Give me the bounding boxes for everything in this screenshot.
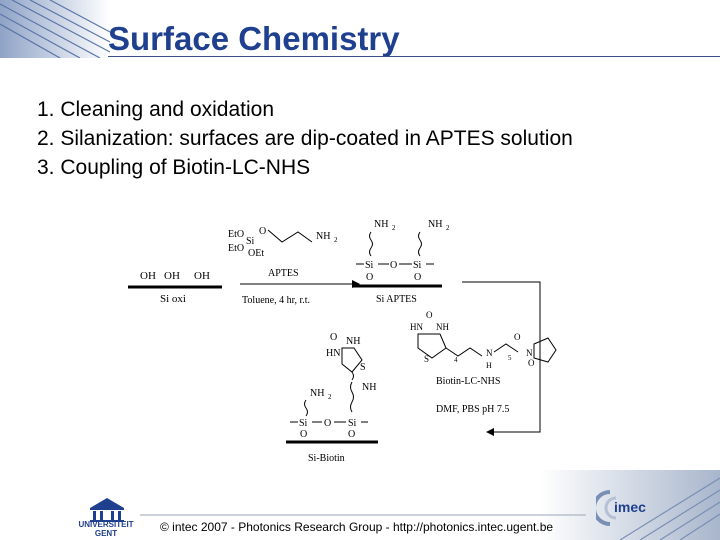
svg-text:N: N xyxy=(486,348,493,358)
svg-text:O: O xyxy=(330,332,337,343)
aptes-molecule: EtO EtO Si OEt O NH 2 xyxy=(228,226,338,259)
svg-text:2: 2 xyxy=(328,393,332,401)
svg-text:DMF, PBS pH 7.5: DMF, PBS pH 7.5 xyxy=(436,404,509,415)
svg-text:OH: OH xyxy=(164,270,180,282)
svg-text:Si-Biotin: Si-Biotin xyxy=(308,453,345,464)
si-aptes-surface: NH 2 NH 2 Si O Si O O Si APTES xyxy=(352,219,450,305)
svg-text:O: O xyxy=(426,310,433,320)
footer-decoration xyxy=(0,470,720,540)
svg-text:OH: OH xyxy=(140,270,156,282)
svg-text:H: H xyxy=(486,361,492,370)
step-item: 1. Cleaning and oxidation xyxy=(37,98,275,121)
corner-decoration xyxy=(0,0,110,58)
svg-text:NH: NH xyxy=(374,219,388,230)
svg-text:O: O xyxy=(528,358,535,368)
svg-text:Si oxi: Si oxi xyxy=(160,293,186,305)
svg-text:S: S xyxy=(424,354,429,364)
svg-text:APTES: APTES xyxy=(268,268,299,279)
imec-logo: imec xyxy=(596,490,646,526)
svg-text:O: O xyxy=(414,272,421,283)
page-title: Surface Chemistry xyxy=(108,20,400,57)
reaction-arrow-1: APTES Toluene, 4 hr, r.t. xyxy=(240,268,360,306)
svg-text:O: O xyxy=(348,429,355,440)
reaction-arrow-2 xyxy=(462,281,541,436)
svg-text:O: O xyxy=(390,260,397,271)
svg-text:Toluene, 4 hr, r.t.: Toluene, 4 hr, r.t. xyxy=(242,295,310,306)
svg-text:Biotin-LC-NHS: Biotin-LC-NHS xyxy=(436,376,500,387)
svg-text:2: 2 xyxy=(392,224,396,232)
svg-text:2: 2 xyxy=(446,224,450,232)
svg-text:EtO: EtO xyxy=(228,243,244,254)
svg-text:Si APTES: Si APTES xyxy=(376,294,417,305)
svg-text:2: 2 xyxy=(334,236,338,244)
svg-text:Si: Si xyxy=(299,418,308,429)
biotin-lc-nhs-molecule: O HN NH S 4 N H 5 N O O Biotin-LC-NHS DM… xyxy=(410,310,557,415)
si-oxi-surface: OH OH OH Si oxi xyxy=(128,270,222,305)
step-item: 3. Coupling of Biotin-LC-NHS xyxy=(37,156,311,179)
svg-text:NH: NH xyxy=(310,388,324,399)
svg-text:HN: HN xyxy=(410,322,423,332)
svg-text:5: 5 xyxy=(508,354,512,362)
svg-text:NH: NH xyxy=(346,336,360,347)
svg-text:O: O xyxy=(259,226,266,237)
svg-text:EtO: EtO xyxy=(228,229,244,240)
svg-text:NH: NH xyxy=(436,322,449,332)
svg-text:Si: Si xyxy=(413,260,422,271)
svg-text:imec: imec xyxy=(614,499,646,515)
step-item: 2. Silanization: surfaces are dip-coated… xyxy=(37,127,573,150)
svg-text:NH: NH xyxy=(428,219,442,230)
svg-text:Si: Si xyxy=(246,236,255,247)
reaction-scheme-diagram: OH OH OH Si oxi EtO EtO Si OEt O NH 2 AP… xyxy=(128,219,557,464)
footer-credit: © intec 2007 - Photonics Research Group … xyxy=(160,520,554,534)
svg-text:O: O xyxy=(366,272,373,283)
svg-text:4: 4 xyxy=(454,356,458,364)
si-biotin-surface: O NH HN S NH NH 2 Si O Si O O Si-Biotin xyxy=(286,332,378,464)
svg-text:HN: HN xyxy=(326,348,340,359)
svg-text:OH: OH xyxy=(194,270,210,282)
step-list: 1. Cleaning and oxidation 2. Silanizatio… xyxy=(37,95,573,182)
title-divider xyxy=(108,56,720,57)
svg-text:NH: NH xyxy=(316,231,330,242)
svg-text:O: O xyxy=(324,418,331,429)
ugent-logo xyxy=(90,498,124,522)
svg-text:Si: Si xyxy=(348,418,357,429)
svg-text:N: N xyxy=(526,348,533,358)
svg-text:S: S xyxy=(360,362,366,373)
svg-text:OEt: OEt xyxy=(248,248,264,259)
svg-text:NH: NH xyxy=(362,382,376,393)
svg-text:Si: Si xyxy=(365,260,374,271)
svg-text:O: O xyxy=(300,429,307,440)
ugent-logo-text: UNIVERSITEIT GENT xyxy=(78,520,134,538)
svg-text:O: O xyxy=(514,332,521,342)
